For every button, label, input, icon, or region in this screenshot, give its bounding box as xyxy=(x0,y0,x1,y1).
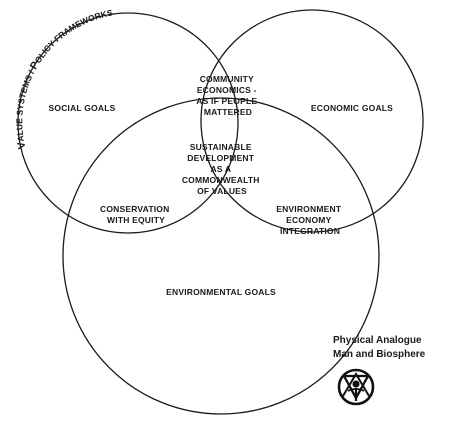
community-economics-label: COMMUNITY ECONOMICS - AS IF PEOPLE MATTE… xyxy=(196,74,260,117)
social-goals-label: SOCIAL GOALS xyxy=(49,103,116,113)
physical-analogue-note: Physical Analogue Man and Biosphere xyxy=(333,335,426,360)
environmental-goals-circle xyxy=(62,97,380,415)
sustainable-development-label: SUSTAINABLE DEVELOPMENT AS A COMMONWEALT… xyxy=(182,142,262,196)
economic-goals-label: ECONOMIC GOALS xyxy=(311,103,393,113)
economic-goals-circle xyxy=(200,9,424,233)
conservation-with-equity-label: CONSERVATION WITH EQUITY xyxy=(100,204,172,225)
environment-economy-integration-label: ENVIRONMENT ECONOMY INTEGRATION xyxy=(276,204,344,236)
social-goals-circle xyxy=(17,12,239,234)
environmental-goals-label: ENVIRONMENTAL GOALS xyxy=(166,287,276,297)
value-systems-label: VALUE SYSTEMS / POLICY FRAMEWORKS xyxy=(14,7,113,150)
man-and-biosphere-symbol-icon xyxy=(337,368,375,406)
